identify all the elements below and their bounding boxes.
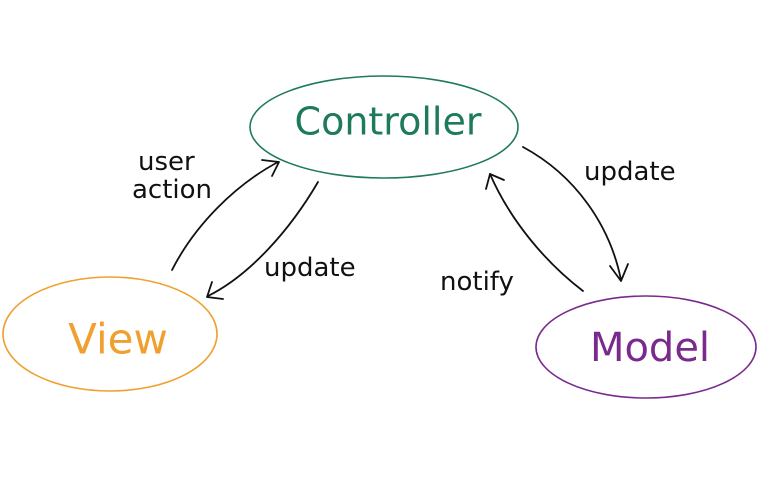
model-ellipse [535,295,757,399]
label-notify: notify [440,267,514,297]
edge-view-to-controller: user action [132,147,280,271]
edge-controller-to-view: update [206,181,356,300]
arrow-model-to-controller [489,173,584,292]
controller-node: Controller [249,75,519,179]
controller-ellipse [249,75,519,179]
label-user-action-line2: action [132,175,212,205]
edge-controller-to-model: update [522,146,676,282]
controller-label: Controller [295,100,482,144]
arrowhead-model-to-controller [485,173,505,190]
label-update-view: update [264,253,356,283]
arrowhead-view-to-controller [261,159,280,177]
arrowhead-controller-to-model [609,263,629,282]
arrow-controller-to-view [207,181,319,297]
label-update-model: update [584,157,676,187]
view-label: View [68,315,168,364]
label-user-action-line1: user [138,147,195,177]
model-node: Model [535,295,757,399]
arrowhead-controller-to-view [206,281,224,300]
edge-model-to-controller: notify [440,173,584,297]
view-node: View [2,276,218,392]
arrow-controller-to-model [522,146,622,281]
model-label: Model [590,325,710,371]
arrow-view-to-controller [171,161,279,271]
view-ellipse [2,276,218,392]
